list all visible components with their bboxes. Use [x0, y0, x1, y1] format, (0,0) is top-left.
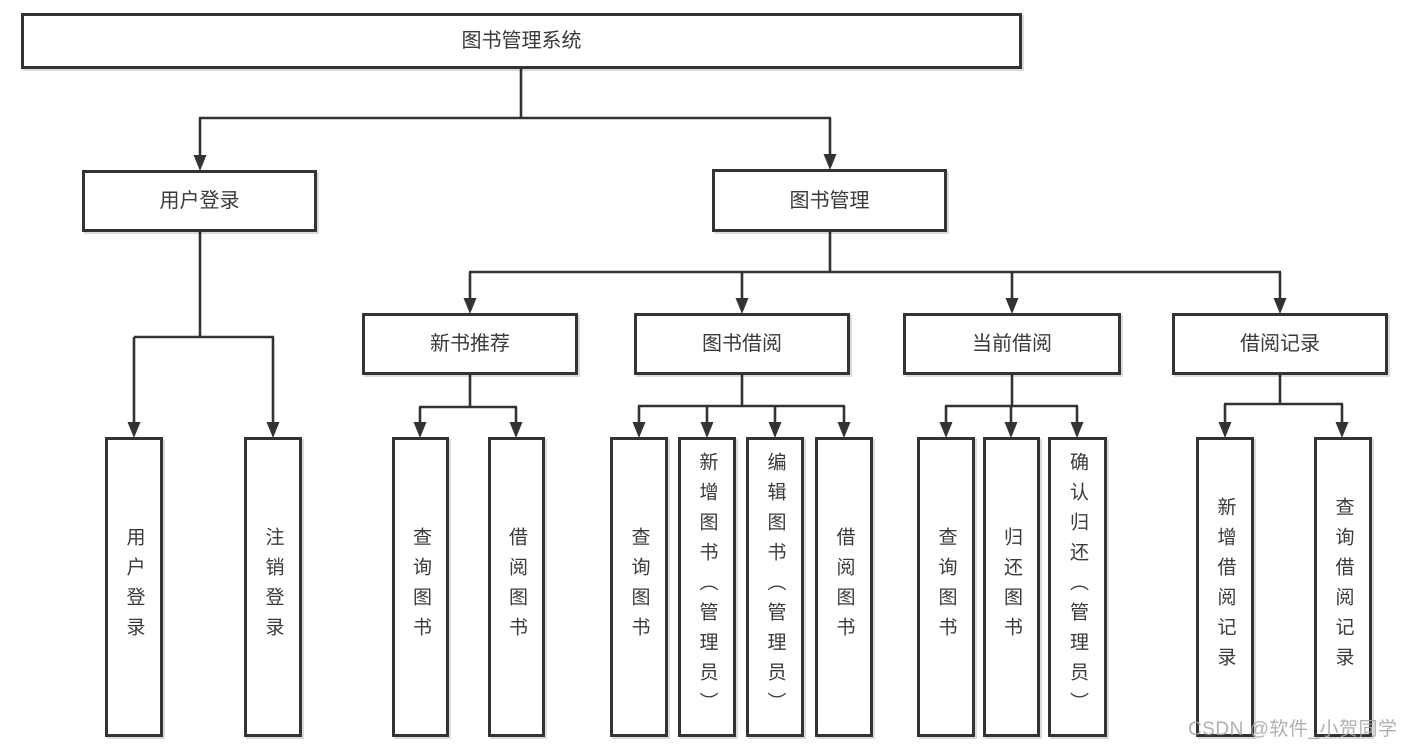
node-logout: 注销登录 [244, 437, 302, 737]
node-br-query-record: 查询借阅记录 [1314, 437, 1372, 737]
node-cb-confirm-return-admin: 确认归还（管理员） [1048, 437, 1107, 737]
arrowhead-icon [768, 422, 782, 438]
node-borrow-records: 借阅记录 [1172, 313, 1388, 375]
arrowhead-icon [735, 298, 749, 314]
arrowhead-icon [700, 422, 714, 438]
node-user-login: 用户登录 [82, 170, 317, 232]
node-br-add-record: 新增借阅记录 [1196, 437, 1254, 737]
arrowhead-icon [1273, 298, 1287, 314]
arrowhead-icon [509, 422, 523, 438]
arrowhead-icon [193, 155, 207, 171]
node-book-management: 图书管理 [712, 169, 947, 232]
node-bb-edit-books-admin: 编辑图书（管理员） [746, 437, 804, 737]
watermark: CSDN @软件_小贺同学 [1188, 719, 1398, 740]
node-cb-query-books: 查询图书 [917, 437, 975, 737]
arrowhead-icon [1070, 422, 1084, 438]
arrowhead-icon [1218, 422, 1232, 438]
node-rec-query-books: 查询图书 [392, 437, 449, 737]
node-current-borrowing: 当前借阅 [903, 313, 1121, 375]
arrowhead-icon [463, 298, 477, 314]
arrowhead-icon [632, 422, 646, 438]
node-bb-borrow-books: 借阅图书 [815, 437, 873, 737]
node-root: 图书管理系统 [21, 13, 1022, 69]
arrowhead-icon [837, 422, 851, 438]
node-bb-query-books: 查询图书 [610, 437, 668, 737]
node-new-book-recommend: 新书推荐 [362, 313, 578, 375]
arrowhead-icon [939, 422, 953, 438]
node-bb-add-books-admin: 新增图书（管理员） [678, 437, 736, 737]
arrowhead-icon [1004, 422, 1018, 438]
node-login: 用户登录 [105, 437, 163, 737]
arrowhead-icon [1005, 298, 1019, 314]
arrowhead-icon [1335, 422, 1349, 438]
node-rec-borrow-books: 借阅图书 [488, 437, 545, 737]
arrowhead-icon [413, 422, 427, 438]
arrowhead-icon [823, 154, 837, 170]
node-book-borrowing: 图书借阅 [634, 313, 850, 375]
arrowhead-icon [127, 422, 141, 438]
arrowhead-icon [266, 422, 280, 438]
node-cb-return-books: 归还图书 [983, 437, 1040, 737]
